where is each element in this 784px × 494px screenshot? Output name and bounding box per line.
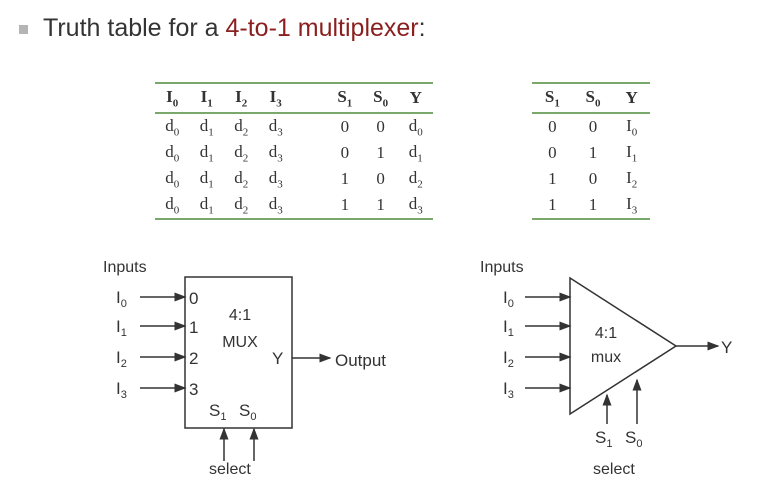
table-cell: d1 bbox=[199, 141, 214, 165]
table-cell: 0 bbox=[376, 117, 385, 136]
column-header: S0 bbox=[373, 86, 389, 110]
input-label: I1 bbox=[116, 317, 127, 339]
table-row: 1 0 I2 bbox=[532, 166, 650, 192]
inputs-label: Inputs bbox=[480, 259, 524, 276]
header-row: I0 I1 I2 I3 S1 S0 Y bbox=[155, 83, 433, 113]
table-cell: 0 bbox=[588, 117, 598, 136]
table-row: d0 d1 d2 d3 0 0 d0 bbox=[155, 113, 433, 140]
mux-triangle bbox=[569, 276, 678, 416]
input-label: I0 bbox=[503, 288, 514, 310]
table-row: d0 d1 d2 d3 1 1 d3 bbox=[155, 192, 433, 219]
column-header: S1 bbox=[337, 86, 353, 110]
column-header: I0 bbox=[166, 86, 179, 110]
select-port-label: S0 bbox=[625, 428, 643, 450]
select-port-label: S1 bbox=[595, 428, 613, 450]
table-cell: 1 bbox=[548, 195, 557, 214]
output-label: Output bbox=[335, 351, 386, 370]
column-header: I3 bbox=[269, 86, 282, 110]
table-cell: I3 bbox=[626, 193, 638, 217]
table-cell: d1 bbox=[199, 115, 214, 139]
table-cell: 0 bbox=[340, 117, 350, 136]
table-row: 1 1 I3 bbox=[532, 192, 650, 219]
title-text: Truth table for a bbox=[43, 14, 226, 42]
table-cell: d1 bbox=[199, 193, 214, 217]
table-cell: d3 bbox=[268, 115, 283, 139]
table-cell: 0 bbox=[588, 169, 598, 188]
table-cell: d2 bbox=[234, 167, 249, 191]
table-cell: 1 bbox=[340, 169, 350, 188]
table-cell: 0 bbox=[548, 117, 557, 136]
port-label: 2 bbox=[189, 349, 198, 368]
table-cell: d1 bbox=[408, 141, 423, 165]
select-label: select bbox=[209, 461, 251, 478]
table-cell: 0 bbox=[548, 143, 557, 162]
output-label: Y bbox=[721, 338, 732, 357]
port-label: 3 bbox=[189, 380, 198, 399]
table-cell: 1 bbox=[548, 169, 557, 188]
table-cell: d0 bbox=[165, 193, 180, 217]
table-cell: 1 bbox=[588, 143, 598, 162]
bullet-icon bbox=[19, 25, 28, 34]
table-cell: d0 bbox=[408, 115, 423, 139]
select-port-label: S1 bbox=[209, 401, 227, 423]
port-label: 1 bbox=[189, 318, 198, 337]
table-cell: d0 bbox=[165, 115, 180, 139]
slide-title: Truth table for a 4-to-1 multiplexer: bbox=[43, 14, 426, 43]
input-label: I1 bbox=[503, 317, 514, 339]
column-header: I1 bbox=[200, 86, 213, 110]
input-label: I0 bbox=[116, 288, 127, 310]
table-cell: 1 bbox=[588, 195, 598, 214]
table-cell: d3 bbox=[268, 141, 283, 165]
column-header: S0 bbox=[585, 86, 601, 110]
column-header: Y bbox=[625, 88, 638, 107]
mux-name-line1: 4:1 bbox=[595, 325, 617, 342]
table-cell: d0 bbox=[165, 141, 180, 165]
table-cell: 0 bbox=[340, 143, 350, 162]
table-cell: d3 bbox=[408, 193, 423, 217]
input-label: I3 bbox=[116, 379, 127, 401]
table-cell: d3 bbox=[268, 167, 283, 191]
output-port-label: Y bbox=[272, 349, 283, 368]
table-cell: I1 bbox=[626, 141, 638, 165]
table-cell: I2 bbox=[626, 167, 638, 191]
table-cell: d2 bbox=[234, 193, 249, 217]
input-label: I2 bbox=[503, 348, 514, 370]
block-mux-diagram: Inputs I0 0I1 1I2 2I3 3 4:1 MUX Y Output S1 S… bbox=[103, 259, 386, 478]
column-header: I2 bbox=[235, 86, 248, 110]
input-label: I2 bbox=[116, 348, 127, 370]
table-cell: 1 bbox=[376, 195, 385, 214]
table-cell: 0 bbox=[376, 169, 385, 188]
mux-name-line2: MUX bbox=[222, 334, 258, 351]
table-cell: d0 bbox=[165, 167, 180, 191]
table-cell: d2 bbox=[234, 115, 249, 139]
table-cell: d1 bbox=[199, 167, 214, 191]
table-cell: d2 bbox=[234, 141, 249, 165]
table-cell: I0 bbox=[626, 115, 638, 139]
column-header: Y bbox=[409, 88, 422, 107]
table-cell: 1 bbox=[340, 195, 350, 214]
table-cell: 1 bbox=[376, 143, 385, 162]
column-header: S1 bbox=[544, 86, 560, 110]
inputs-label: Inputs bbox=[103, 259, 147, 276]
mux-name-line1: 4:1 bbox=[229, 307, 251, 324]
table-row: d0 d1 d2 d3 1 0 d2 bbox=[155, 166, 433, 192]
select-label: select bbox=[593, 461, 635, 478]
port-label: 0 bbox=[189, 289, 198, 308]
input-label: I3 bbox=[503, 379, 514, 401]
table-cell: d3 bbox=[268, 193, 283, 217]
header-row: S1 S0 Y bbox=[532, 83, 650, 113]
table-row: d0 d1 d2 d3 0 1 d1 bbox=[155, 140, 433, 166]
mux-name-line2: mux bbox=[591, 349, 621, 366]
table-row: 0 1 I1 bbox=[532, 140, 650, 166]
title-suffix: : bbox=[418, 14, 426, 42]
title-highlight: 4-to-1 multiplexer bbox=[225, 14, 419, 42]
table-row: 0 0 I0 bbox=[532, 113, 650, 140]
table-cell: d2 bbox=[408, 167, 423, 191]
select-port-label: S0 bbox=[239, 401, 257, 423]
